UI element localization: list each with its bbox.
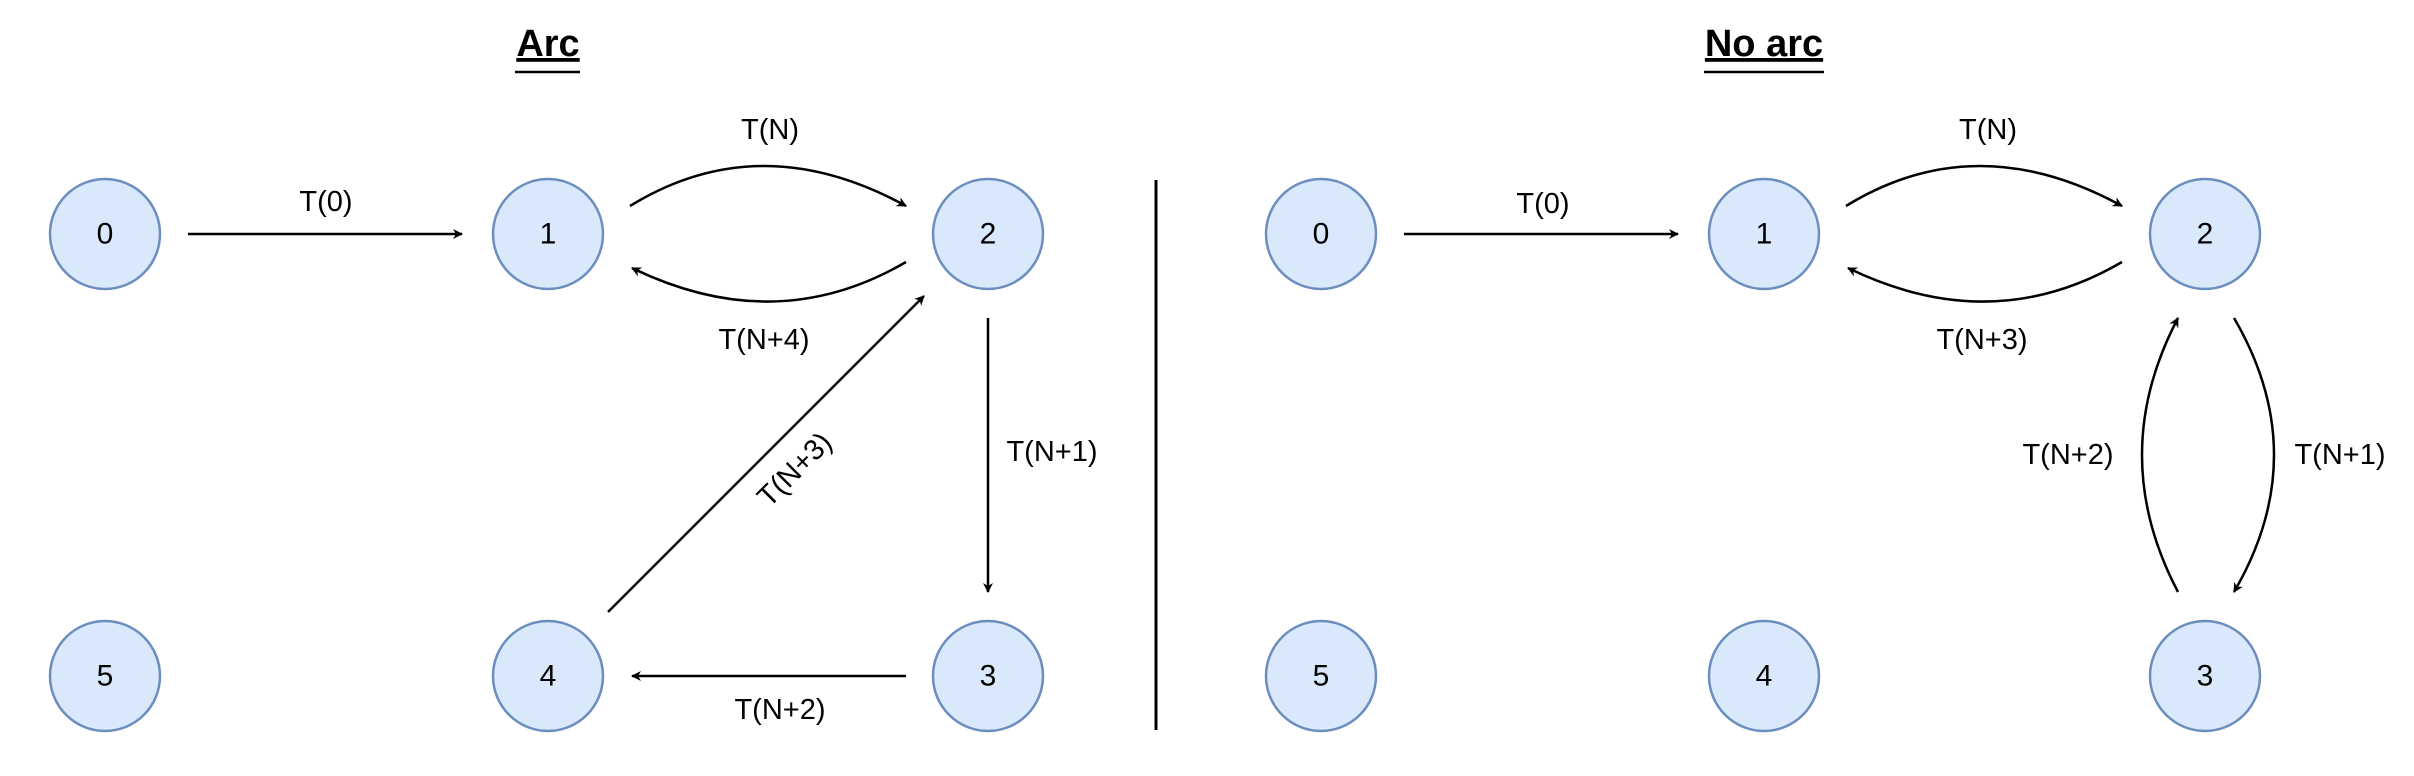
edge-0-1: T(0) — [1404, 188, 1679, 239]
svg-text:4: 4 — [1756, 660, 1773, 693]
node-2: 2 — [931, 177, 1045, 291]
edge-2-1: T(N+4) — [631, 260, 907, 356]
edge-3-2: T(N+2) — [2022, 317, 2180, 593]
node-3: 3 — [2148, 619, 2262, 733]
edge-label: T(N) — [741, 114, 799, 146]
panel-arc: Arc T(0) T(N) T(N+1) T(N+2) T(N+3) T(N+4… — [48, 23, 1098, 733]
svg-text:1: 1 — [540, 218, 557, 251]
node-0: 0 — [1264, 177, 1378, 291]
node-1: 1 — [1707, 177, 1821, 291]
edge-label: T(N+3) — [751, 426, 838, 513]
edge-label: T(N+2) — [2022, 439, 2113, 471]
edge-3-4: T(N+2) — [631, 671, 906, 726]
edge-label: T(N+1) — [2294, 439, 2385, 471]
edge-label: T(0) — [299, 186, 352, 218]
node-5: 5 — [48, 619, 162, 733]
edge-label: T(N+3) — [1936, 324, 2027, 356]
edge-1-2: T(N) — [629, 114, 907, 208]
node-3: 3 — [931, 619, 1045, 733]
panel-title-no-arc: No arc — [1705, 23, 1823, 65]
svg-text:4: 4 — [540, 660, 557, 693]
svg-text:3: 3 — [980, 660, 997, 693]
node-2: 2 — [2148, 177, 2262, 291]
edge-2-3: T(N+1) — [983, 318, 1098, 593]
svg-text:0: 0 — [97, 218, 114, 251]
node-4: 4 — [491, 619, 605, 733]
node-1: 1 — [491, 177, 605, 291]
svg-text:2: 2 — [980, 218, 997, 251]
edge-1-2: T(N) — [1845, 114, 2123, 208]
edge-label: T(N) — [1959, 114, 2017, 146]
svg-text:5: 5 — [97, 660, 114, 693]
edge-label: T(N+1) — [1006, 436, 1097, 468]
svg-text:1: 1 — [1756, 218, 1773, 251]
svg-text:5: 5 — [1313, 660, 1330, 693]
panel-title-arc: Arc — [516, 23, 579, 65]
edge-label: T(N+2) — [734, 694, 825, 726]
svg-text:0: 0 — [1313, 218, 1330, 251]
node-0: 0 — [48, 177, 162, 291]
node-5: 5 — [1264, 619, 1378, 733]
edge-label: T(N+4) — [718, 324, 809, 356]
node-4: 4 — [1707, 619, 1821, 733]
edge-0-1: T(0) — [188, 186, 463, 239]
svg-text:2: 2 — [2197, 218, 2214, 251]
edge-2-3: T(N+1) — [2232, 317, 2386, 593]
edge-label: T(0) — [1516, 188, 1569, 220]
svg-text:3: 3 — [2197, 660, 2214, 693]
panel-no-arc: No arc T(0) T(N) T(N+1) T(N+2) T(N+3) 0 — [1264, 23, 2386, 733]
edge-2-1: T(N+3) — [1847, 260, 2123, 356]
